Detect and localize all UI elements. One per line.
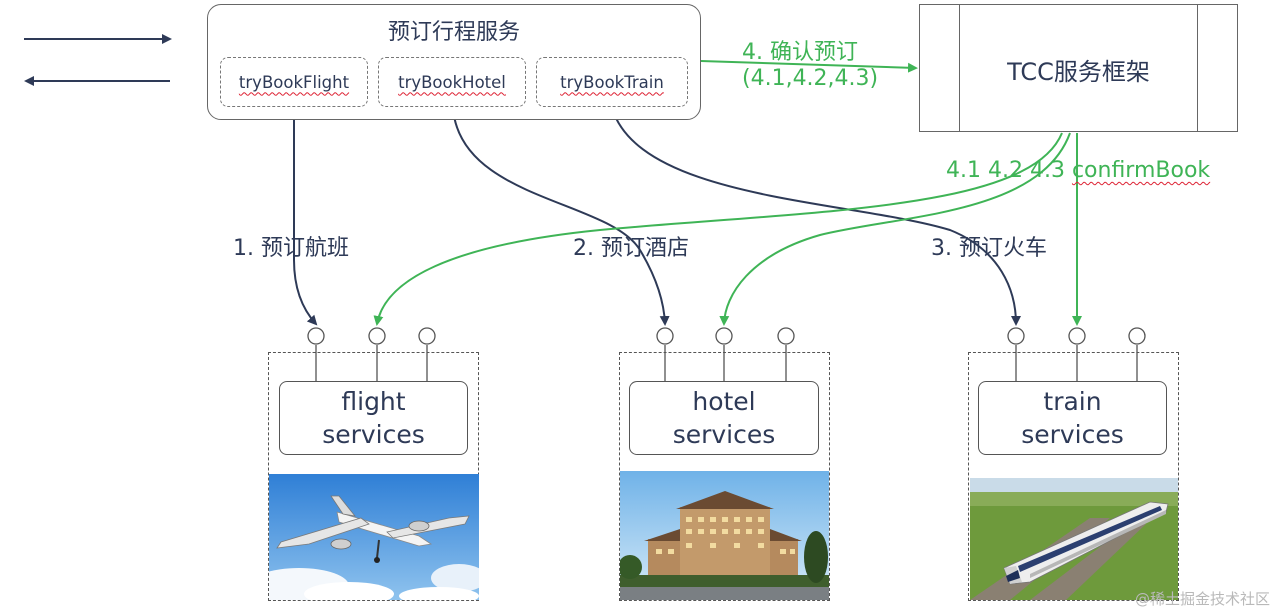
train-booking-arrow bbox=[612, 108, 1016, 324]
train-services-line1: train bbox=[1021, 385, 1124, 418]
tcc-framework-title: TCC服务框架 bbox=[919, 52, 1238, 87]
step-book-flight: 1. 预订航班 bbox=[233, 230, 349, 262]
step-book-hotel: 2. 预订酒店 bbox=[573, 230, 689, 262]
try-book-hotel: tryBookHotel bbox=[378, 57, 526, 107]
step-book-train: 3. 预订火车 bbox=[931, 230, 1047, 262]
train-services-line2: services bbox=[1021, 418, 1124, 451]
try-book-train: tryBookTrain bbox=[536, 57, 688, 107]
flight-booking-arrow bbox=[294, 110, 316, 324]
hotel-image bbox=[620, 471, 829, 600]
hotel-services-line1: hotel bbox=[673, 385, 776, 418]
train-image bbox=[970, 478, 1178, 600]
try-book-flight: tryBookFlight bbox=[220, 57, 368, 107]
booking-service-title: 预订行程服务 bbox=[207, 14, 701, 46]
airplane-image bbox=[269, 474, 479, 600]
confirm-book-word: confirmBook bbox=[1072, 158, 1210, 183]
flight-services-line2: services bbox=[322, 418, 425, 451]
confirm-step-label: 4. 确认预订 bbox=[742, 34, 858, 66]
watermark-text: @稀土掘金技术社区 bbox=[1135, 588, 1270, 609]
flight-services-line1: flight bbox=[322, 385, 425, 418]
hotel-services-line2: services bbox=[673, 418, 776, 451]
confirm-step-sub: (4.1,4.2,4.3) bbox=[742, 66, 878, 91]
confirm-book-numbers: 4.1 4.2 4.3 bbox=[946, 158, 1065, 183]
confirm-book-label: 4.1 4.2 4.3 confirmBook bbox=[946, 158, 1210, 183]
